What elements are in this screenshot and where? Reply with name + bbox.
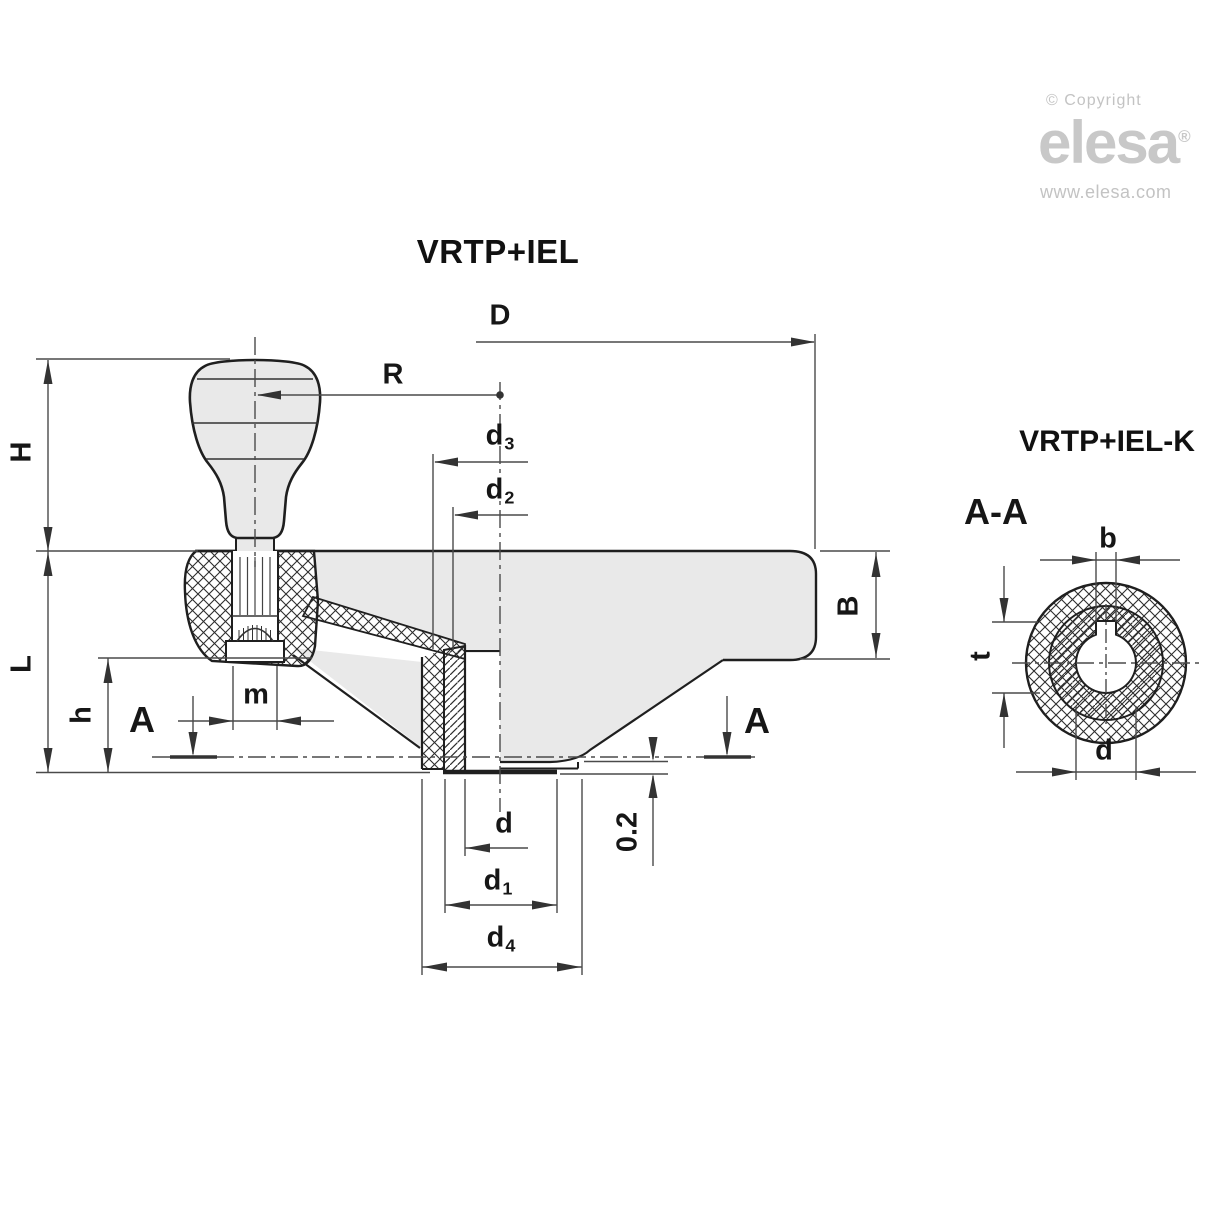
section-view-label: A-A xyxy=(964,491,1028,532)
dim-label-m: m xyxy=(243,678,269,711)
dim-label-d4: d4 xyxy=(486,921,516,956)
dim-label-B: B xyxy=(832,595,865,617)
section-cut-label-right: A xyxy=(744,700,770,741)
dim-label-t: t xyxy=(964,651,997,661)
dim-label-d3: d3 xyxy=(485,419,515,454)
dim-m xyxy=(178,666,334,730)
hub-plastic-section xyxy=(422,650,444,769)
wheel-underside-wedge xyxy=(293,648,422,748)
handle-boss-section xyxy=(183,549,320,668)
thread-ticks xyxy=(238,625,271,640)
website-text: www.elesa.com xyxy=(1040,182,1172,202)
dim-label-d: d xyxy=(495,807,513,840)
dim-label-protrusion: 0.2 xyxy=(611,811,644,853)
dim-label-d2: d2 xyxy=(485,473,515,508)
washer-seat xyxy=(225,640,285,663)
dim-label-H: H xyxy=(5,441,38,463)
dim-D xyxy=(476,334,816,549)
hub-insert-section xyxy=(444,646,465,772)
dim-label-D: D xyxy=(489,299,511,332)
dimension-arrows-main xyxy=(43,337,881,972)
elesa-logo: elesa® xyxy=(1038,109,1191,176)
section-view-circle xyxy=(1012,581,1202,745)
dim-label-b: b xyxy=(1099,522,1117,555)
drawing-title-variant: VRTP+IEL-K xyxy=(1019,425,1195,458)
thread-dome xyxy=(236,627,274,642)
dimension-arrows-section xyxy=(999,555,1160,777)
drawing-title-main: VRTP+IEL xyxy=(416,233,580,270)
dim-label-L: L xyxy=(5,655,38,673)
handle-knob xyxy=(188,337,322,567)
dim-d-section xyxy=(1016,706,1196,780)
section-cut-label-left: A xyxy=(129,699,155,740)
dim-d4 xyxy=(421,779,583,975)
copyright-text: © Copyright xyxy=(1046,92,1142,109)
hub-section xyxy=(420,645,557,775)
dimension-lines-main xyxy=(36,334,890,975)
dim-label-d1: d1 xyxy=(483,864,513,899)
registered-mark: ® xyxy=(1178,127,1191,146)
dim-b xyxy=(1040,552,1180,622)
dim-label-d-section: d xyxy=(1095,734,1113,767)
dim-label-R: R xyxy=(382,358,404,391)
dim-label-h: h xyxy=(65,706,98,724)
radius-center-dot xyxy=(496,391,504,399)
